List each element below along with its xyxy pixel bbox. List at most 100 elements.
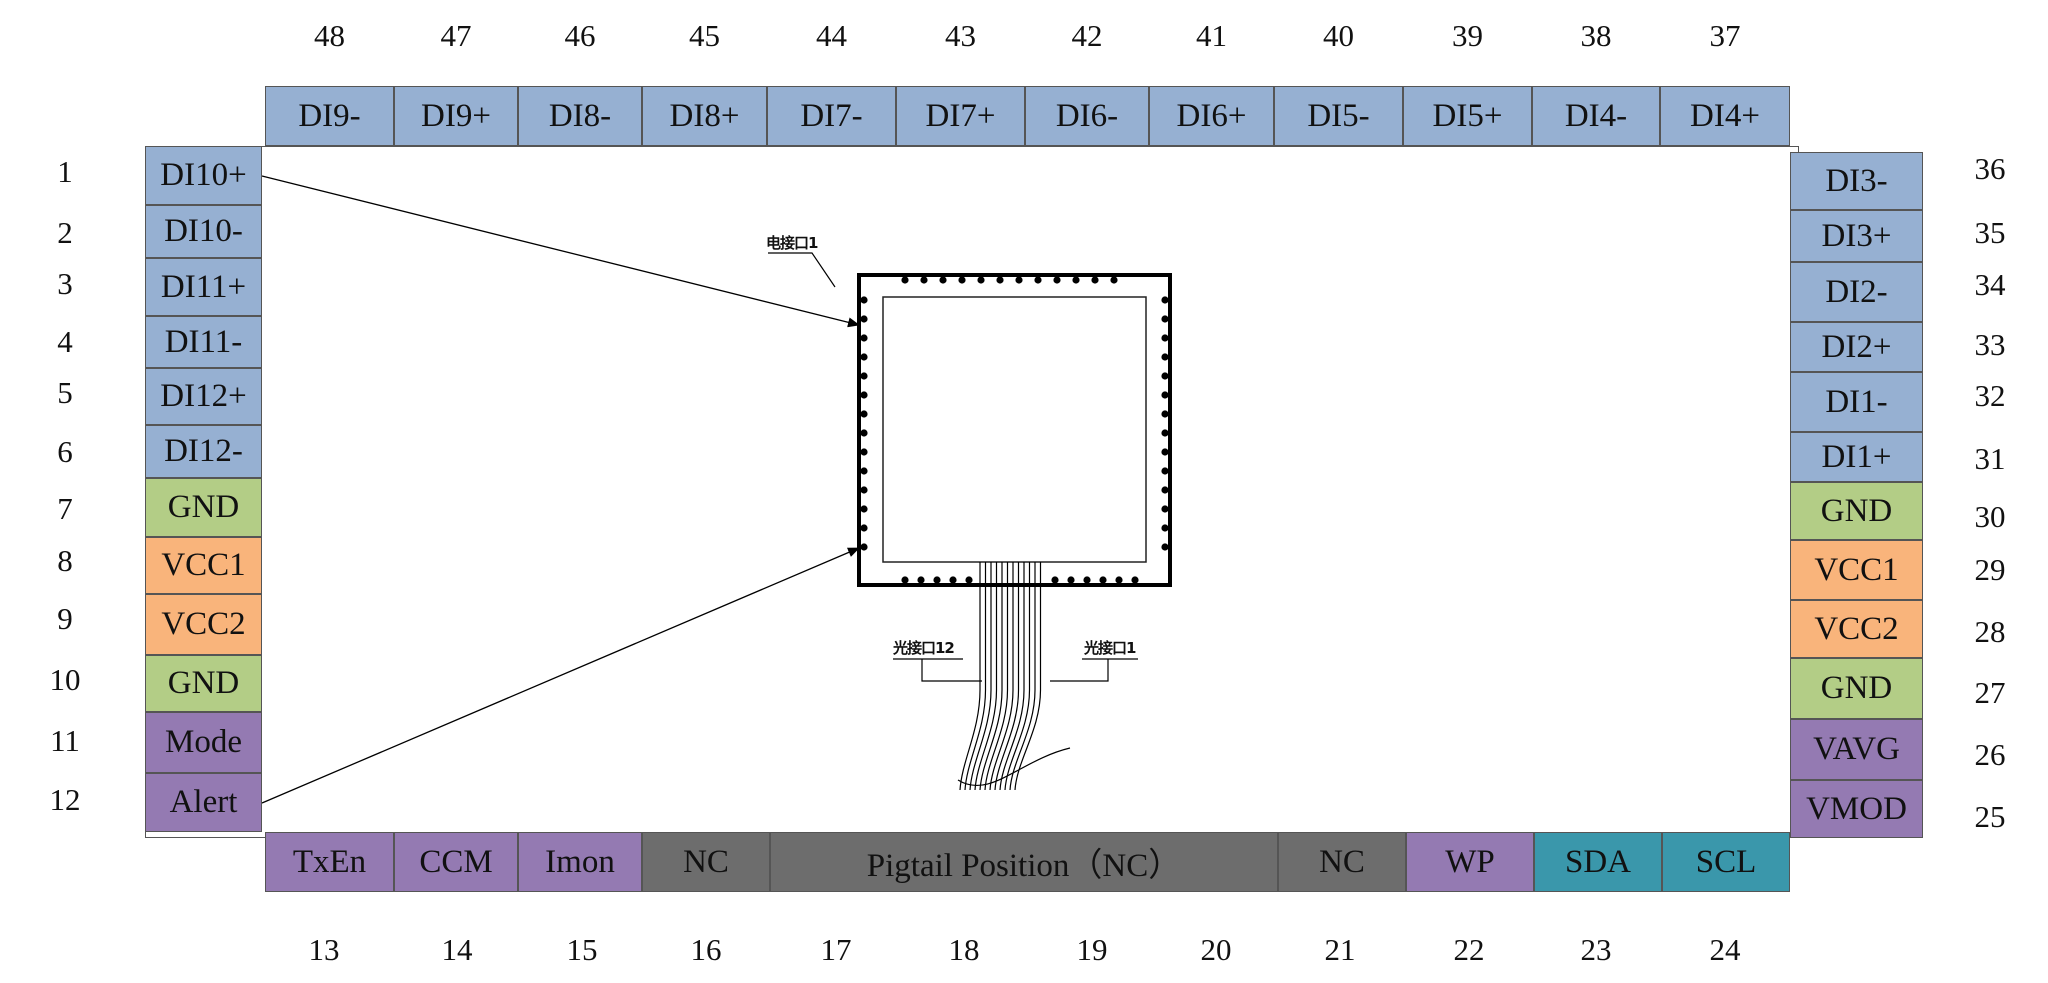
pin-number-7: 7 [57,491,73,526]
pin-number-26: 26 [1974,737,2006,772]
pin-number-24: 24 [1709,932,1741,967]
pin-number-11: 11 [50,723,80,758]
fiber-bundle [957,562,1071,791]
pin-number-41: 41 [1196,18,1227,53]
pin-18-nc: NC [1278,832,1406,892]
pin-number-16: 16 [690,932,722,967]
pin-number-5: 5 [57,375,73,410]
pin-number-47: 47 [440,18,472,53]
optical-port-1-leader [1050,658,1138,682]
pin-number-15: 15 [566,932,598,967]
pin-2-di10: DI10- [145,205,262,258]
pin-6-di12: DI12- [145,425,262,478]
pin-29-vcc1: VCC1 [1790,540,1923,600]
pin-number-10: 10 [49,662,81,697]
pin-number-25: 25 [1974,799,2006,834]
pin-number-13: 13 [308,932,340,967]
pin-number-38: 38 [1580,18,1612,53]
pin-number-45: 45 [689,18,720,53]
pin-31-di1: DI1+ [1790,432,1923,482]
pin-number-48: 48 [314,18,345,53]
pin-number-28: 28 [1974,614,2006,649]
pin-16-nc: NC [642,832,770,892]
pin-number-39: 39 [1452,18,1483,53]
pin-42-di6: DI6- [1025,86,1149,146]
pin-37-di4: DI4+ [1660,86,1790,146]
pin-number-35: 35 [1974,215,2006,250]
pin-32-di1: DI1- [1790,372,1923,432]
pin-47-di9: DI9+ [394,86,518,146]
elec-port-label: 电接口1 [766,234,818,252]
pin-number-33: 33 [1974,327,2006,362]
pin-number-42: 42 [1071,18,1103,53]
pin-8-vcc1: VCC1 [145,537,262,594]
pin-34-di2: DI2- [1790,262,1923,322]
pin-number-37: 37 [1709,18,1741,53]
pin-number-8: 8 [57,543,73,578]
pin-35-di3: DI3+ [1790,210,1923,262]
module-outline [145,146,1799,838]
pin-20-sda: SDA [1534,832,1662,892]
pin-46-di8: DI8- [518,86,642,146]
pin-number-2: 2 [57,215,73,250]
chip-package [857,273,1172,587]
pin-1-di10: DI10+ [145,146,262,205]
pin-19-wp: WP [1406,832,1534,892]
pin-number-3: 3 [57,266,73,301]
pin-14-ccm: CCM [394,832,518,892]
pin-number-18: 18 [948,932,980,967]
pin-number-29: 29 [1974,552,2006,587]
pin-number-1: 1 [57,154,73,189]
pin-38-di4: DI4- [1532,86,1660,146]
pin-41-di6: DI6+ [1149,86,1274,146]
pin-7-gnd: GND [145,478,262,537]
pin-43-di7: DI7+ [896,86,1025,146]
pin-40-di5: DI5- [1274,86,1403,146]
pin-15-imon: Imon [518,832,642,892]
pin-4-di11: DI11- [145,316,262,368]
pin-3-di11: DI11+ [145,258,262,316]
pin-number-36: 36 [1974,151,2006,186]
pin-44-di7: DI7- [767,86,896,146]
pin-10-gnd: GND [145,655,262,712]
pin-33-di2: DI2+ [1790,322,1923,372]
pin-26-vavg: VAVG [1790,719,1923,780]
pin-number-6: 6 [57,434,73,469]
optical-port-1-label: 光接口1 [1084,639,1136,657]
pin-number-31: 31 [1974,441,2006,476]
pin-number-12: 12 [49,782,81,817]
pin-number-14: 14 [441,932,473,967]
pin-number-17: 17 [820,932,852,967]
pin-number-22: 22 [1453,932,1485,967]
optical-port-12-label: 光接口12 [893,639,955,657]
pin-number-30: 30 [1974,499,2006,534]
pin-number-23: 23 [1580,932,1612,967]
pin-21-scl: SCL [1662,832,1790,892]
pin-36-di3: DI3- [1790,152,1923,210]
pin-25-vmod: VMOD [1790,780,1923,838]
pin-number-9: 9 [57,601,73,636]
pin-number-40: 40 [1323,18,1354,53]
pin-number-27: 27 [1974,675,2006,710]
pin-13-txen: TxEn [265,832,394,892]
pin-number-21: 21 [1324,932,1356,967]
pin-5-di12: DI12+ [145,368,262,425]
pin-9-vcc2: VCC2 [145,594,262,655]
pin-number-32: 32 [1974,378,2006,413]
pin-48-di9: DI9- [265,86,394,146]
pin-11-mode: Mode [145,712,262,773]
pin-39-di5: DI5+ [1403,86,1532,146]
pin-number-44: 44 [816,18,847,53]
pin-number-46: 46 [564,18,596,53]
optical-port-12-leader [893,658,982,682]
arrow-from-pin-1 [261,175,860,328]
pin-number-4: 4 [57,324,73,359]
pin-27-gnd: GND [1790,658,1923,719]
pin-number-34: 34 [1974,267,2006,302]
arrow-from-pin-12 [261,547,860,804]
pin-17-pigtail-position-nc: Pigtail Position（NC） [770,832,1278,892]
pin-30-gnd: GND [1790,482,1923,540]
elec-port-leader [768,252,836,288]
pin-28-vcc2: VCC2 [1790,600,1923,658]
